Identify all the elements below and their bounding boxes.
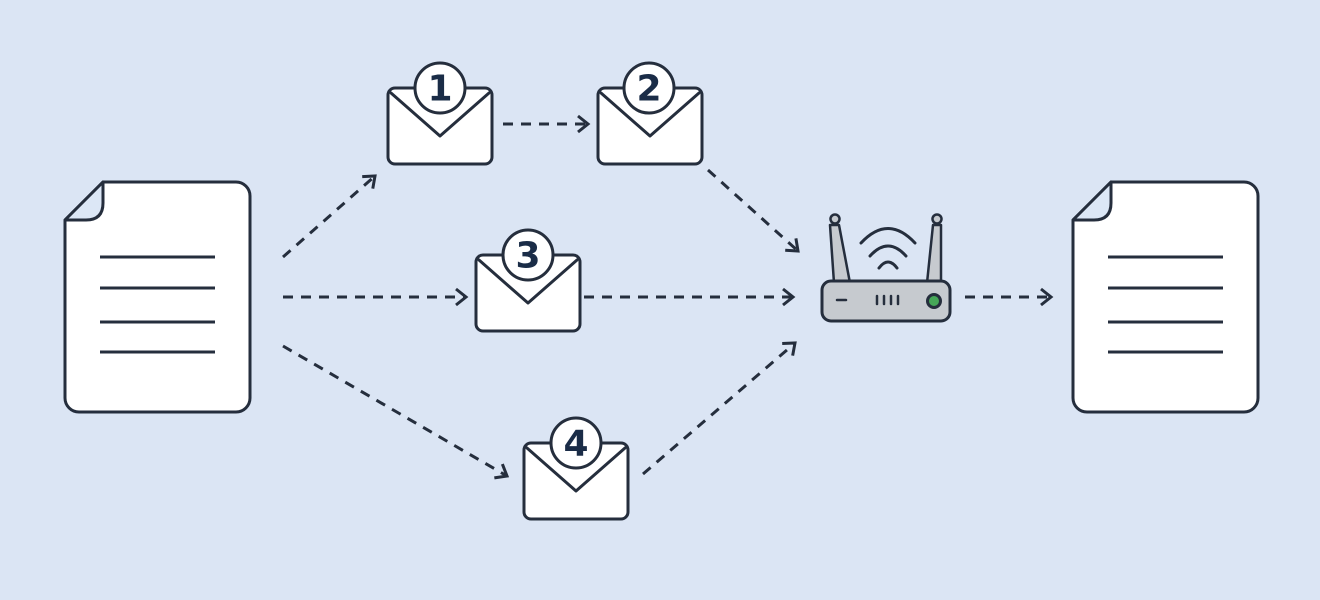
packet-number-badge [413,61,467,115]
packet-envelope-2: 2 [596,61,704,166]
antenna-left-tip [829,213,841,225]
wifi-router-icon [820,213,952,323]
arrow-source-to-packet4 [282,344,510,480]
packet-number: 4 [563,424,588,465]
packet-number-badge [549,416,603,470]
router-body [820,279,952,323]
packet-envelope-4: 4 [522,416,630,521]
packet-envelope-3: 3 [474,228,582,333]
packet-number: 1 [427,69,452,110]
packet-envelope-1: 1 [386,61,494,166]
antenna-right-tip [931,213,943,225]
envelope-flap [477,258,579,305]
packet-number: 2 [636,69,661,110]
arrow-packet2-to-router [706,168,800,253]
source-document-icon [63,180,252,414]
connection-arrows [282,114,1054,480]
antenna-right [925,223,943,285]
page-fold-corner [63,180,105,222]
destination-document-icon [1071,180,1260,414]
envelope-flap [525,446,627,493]
arrow-packet4-to-router [642,341,797,476]
antenna-left [828,223,852,285]
wifi-signal-icon [859,227,917,270]
router-led [926,293,942,309]
envelope-flap [599,91,701,138]
packet-number-badge [622,61,676,115]
page-outline [1071,180,1260,414]
page-outline [63,180,252,414]
packet-number: 3 [515,236,540,277]
router-port-ticks [875,294,900,306]
page-text-lines [100,255,215,354]
arrow-source-to-packet1 [282,174,377,259]
page-text-lines [1108,255,1223,354]
packet-number-badge [501,228,555,282]
page-fold-corner [1071,180,1113,222]
envelope-flap [389,91,491,138]
